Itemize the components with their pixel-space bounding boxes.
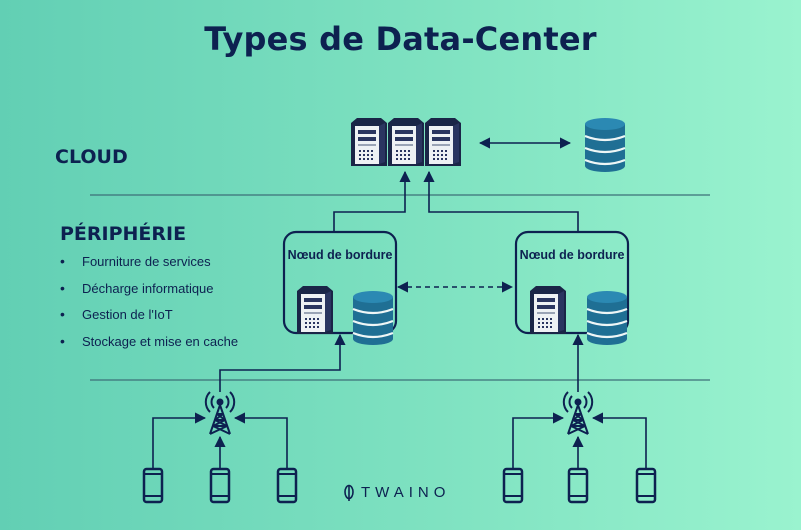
antenna-tower-icon	[204, 391, 236, 435]
antenna-tower-icon	[562, 391, 594, 435]
device-link	[233, 412, 288, 468]
server-icon	[388, 118, 424, 166]
right-node-uplink	[423, 170, 579, 232]
diagram-title: Types de Data-Center	[204, 20, 597, 58]
smartphone-icon	[276, 467, 298, 504]
edge-label: PÉRIPHÉRIE	[60, 223, 187, 245]
left-node-uplink	[333, 170, 411, 232]
list-item: Stockage et mise en cache	[60, 333, 238, 361]
brand-wordmark: TWAINO	[361, 484, 451, 501]
smartphone-icon	[502, 467, 524, 504]
server-icon	[530, 286, 566, 334]
smartphone-icon	[635, 467, 657, 504]
edge-node-right	[514, 230, 630, 335]
smartphone-icon	[142, 467, 164, 504]
list-item: Fourniture de services	[60, 253, 238, 281]
server-icon	[351, 118, 387, 166]
edge-node-left-label: Nœud de bordure	[287, 248, 393, 262]
database-icon	[351, 289, 395, 347]
edge-feature-list: Fourniture de services Décharge informat…	[60, 253, 238, 361]
database-icon	[583, 116, 627, 174]
database-icon	[585, 289, 629, 347]
server-icon	[297, 286, 333, 334]
left-tower-uplink	[219, 333, 346, 392]
smartphone-icon	[209, 467, 231, 504]
edge-node-right-label: Nœud de bordure	[519, 248, 625, 262]
leaf-logo-icon	[344, 484, 354, 501]
cloud-label: CLOUD	[55, 146, 128, 168]
list-item: Gestion de l'IoT	[60, 306, 238, 334]
server-icon	[425, 118, 461, 166]
device-link	[591, 412, 647, 468]
smartphone-icon	[567, 467, 589, 504]
device-link	[512, 412, 565, 468]
edge-node-left	[282, 230, 398, 335]
list-item: Décharge informatique	[60, 280, 238, 308]
device-link	[152, 412, 207, 468]
